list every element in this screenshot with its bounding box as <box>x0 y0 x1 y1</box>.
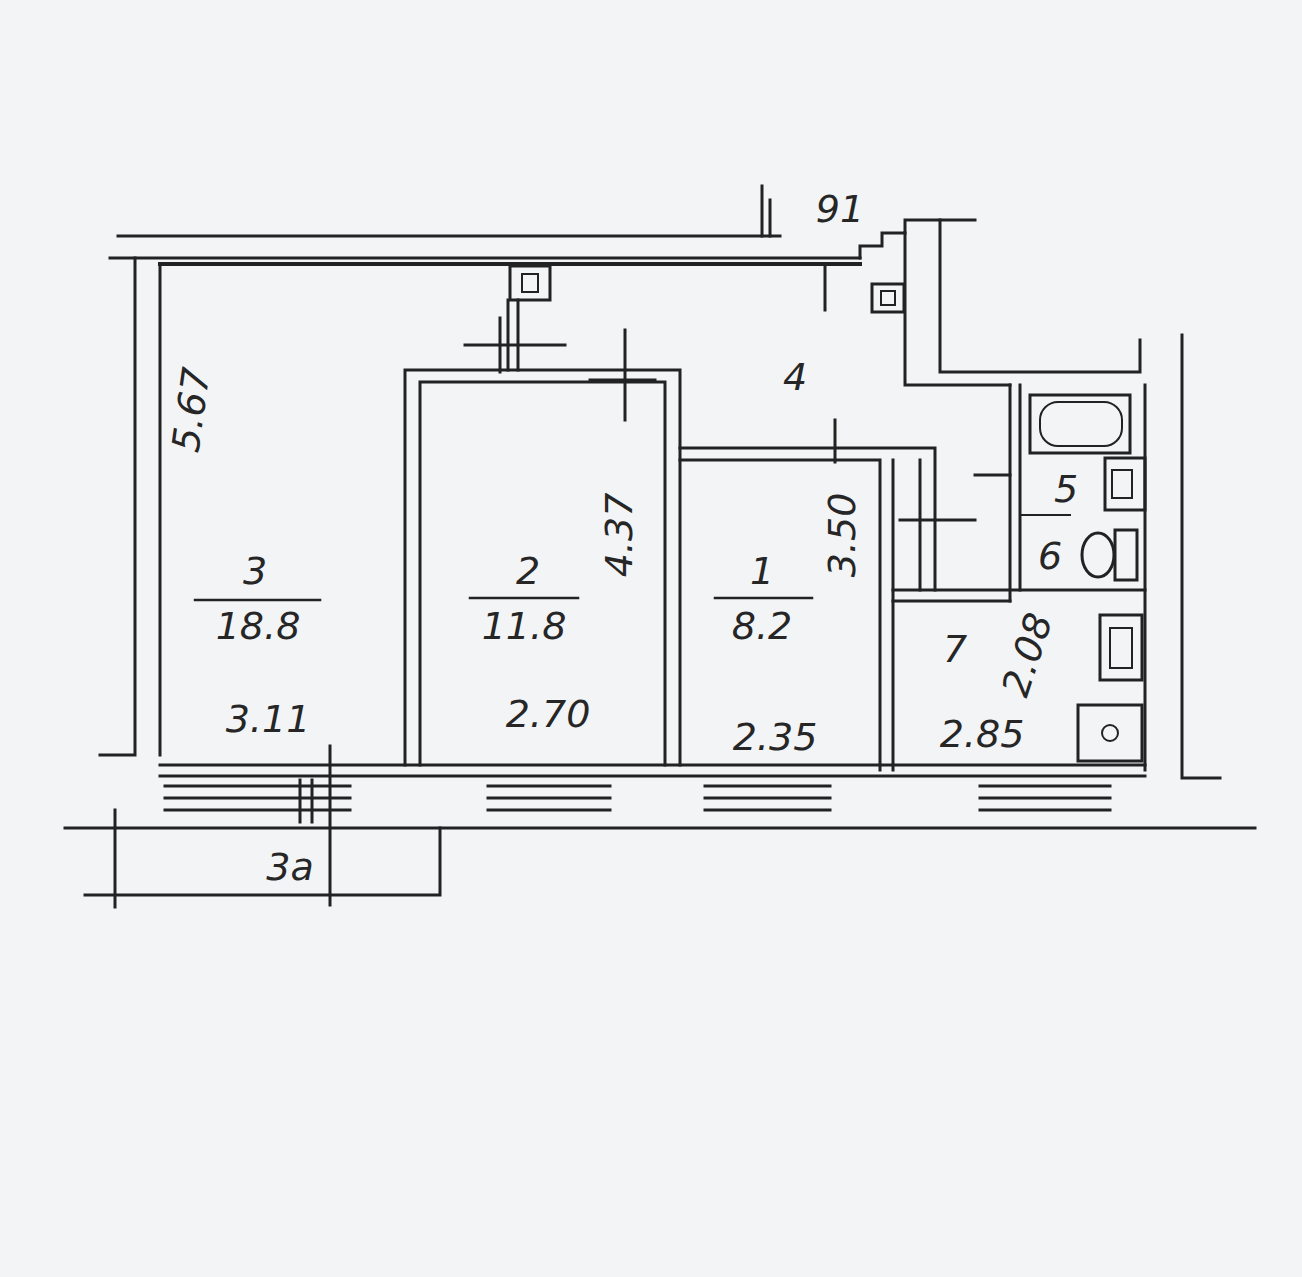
bathtub <box>1030 395 1130 453</box>
wall <box>1144 385 1147 770</box>
fraction-bar <box>715 597 812 600</box>
vent-shaft <box>522 274 538 292</box>
room-number: 2 <box>516 550 540 594</box>
wall <box>100 258 135 755</box>
wall <box>905 233 1010 385</box>
vent-shaft <box>881 291 895 305</box>
sink <box>1112 470 1132 498</box>
room-dimension: 2.85 <box>940 713 1025 757</box>
vent-shaft <box>510 266 550 300</box>
wall <box>680 460 880 770</box>
door-mark <box>834 420 837 462</box>
wall <box>892 460 895 770</box>
door-mark <box>824 265 827 310</box>
sink <box>1105 458 1145 510</box>
balcony-outline <box>85 810 440 907</box>
wall <box>1010 385 1020 601</box>
wall <box>160 764 1145 767</box>
wall-tick <box>762 186 770 236</box>
window <box>165 786 350 810</box>
wall <box>405 370 680 765</box>
room-number: 4 <box>783 356 807 400</box>
room: 5 <box>1020 385 1145 515</box>
room-dimension: 11.8 <box>482 605 567 649</box>
window <box>705 786 830 810</box>
wall <box>118 235 780 238</box>
wall <box>159 264 162 755</box>
toilet <box>1082 533 1114 577</box>
wall <box>680 448 935 590</box>
room-dimension: 8.2 <box>732 605 792 649</box>
bathtub <box>1040 402 1122 446</box>
vent-shaft <box>872 284 904 312</box>
room: 2 11.8 4.37 2.70 <box>420 382 665 765</box>
fraction-bar <box>470 597 578 600</box>
dimension-label: 91 <box>816 188 864 232</box>
room-dimension: 2.08 <box>994 608 1062 702</box>
room: 4 <box>680 264 905 448</box>
toilet-tank <box>1115 530 1137 580</box>
door-mark <box>465 318 565 372</box>
room-number: 1 <box>750 550 774 594</box>
room-number: 3а <box>266 846 313 890</box>
wall <box>860 220 975 258</box>
dimension-tick <box>329 746 332 905</box>
fraction-bar <box>195 599 320 602</box>
room: 7 2.08 2.85 <box>893 601 1145 765</box>
wall <box>893 590 1145 601</box>
room-dimension: 18.8 <box>216 605 301 649</box>
wall <box>420 382 665 765</box>
room-dimension: 2.70 <box>506 693 591 737</box>
wall <box>919 460 922 590</box>
room-number: 5 <box>1054 468 1078 512</box>
kitchen-sink <box>1110 628 1132 668</box>
stove <box>1102 725 1118 741</box>
room-dimension: 3.11 <box>226 698 311 742</box>
room: 3 18.8 5.67 3.11 <box>160 264 405 764</box>
door-mark <box>590 330 655 420</box>
stove <box>1078 705 1142 761</box>
wall <box>1182 335 1220 778</box>
room: 6 <box>1020 515 1145 590</box>
room: 3а <box>115 828 440 907</box>
door-mark <box>900 475 1010 520</box>
wall <box>940 220 1140 372</box>
wall <box>1020 514 1070 516</box>
window <box>300 780 312 822</box>
window <box>488 786 610 810</box>
room-dimension: 4.37 <box>598 493 642 578</box>
room-dimension: 3.50 <box>821 493 865 578</box>
room-number: 7 <box>943 628 967 672</box>
room-dimension: 5.67 <box>164 365 219 455</box>
wall <box>160 775 1145 778</box>
room-number: 6 <box>1038 535 1062 579</box>
kitchen-sink <box>1100 615 1142 680</box>
wall <box>65 827 1255 830</box>
room: 1 8.2 3.50 2.35 <box>680 460 880 765</box>
wall <box>508 300 518 370</box>
room-number: 3 <box>243 550 267 594</box>
wall <box>110 257 860 260</box>
room-dimension: 2.35 <box>733 716 818 760</box>
window <box>980 786 1110 810</box>
